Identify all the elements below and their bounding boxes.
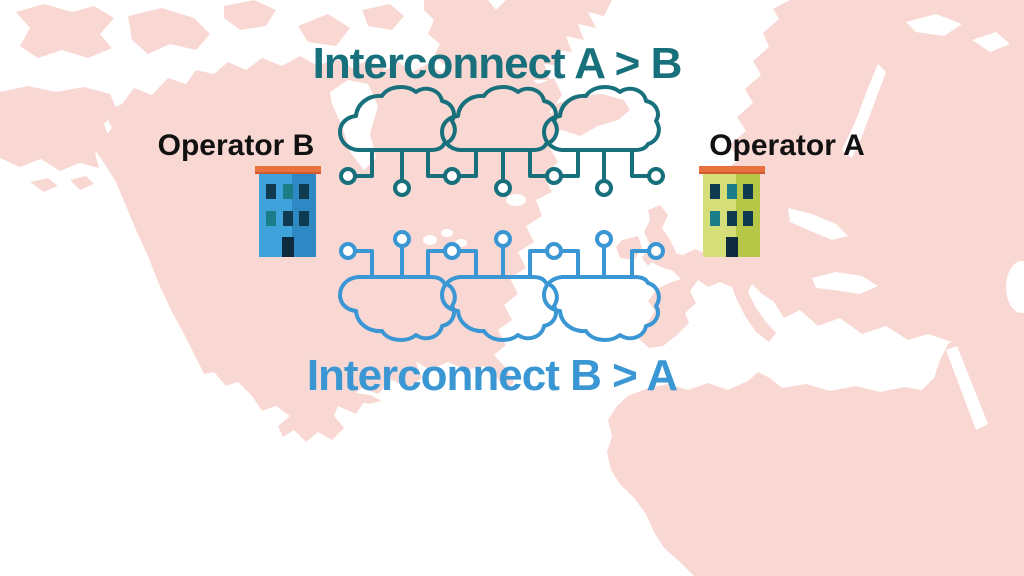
greenland-iceland bbox=[424, 0, 630, 140]
building-windows bbox=[710, 184, 753, 226]
teal-window bbox=[282, 184, 293, 199]
connector-line bbox=[528, 150, 547, 178]
connector-line bbox=[355, 249, 374, 277]
black-sea bbox=[812, 272, 878, 294]
north-america-landmass bbox=[0, 0, 562, 442]
connector-line bbox=[561, 150, 580, 178]
iceland bbox=[550, 94, 630, 136]
building-door bbox=[725, 237, 738, 257]
eurasia-landmass bbox=[616, 0, 1024, 348]
africa-landmass bbox=[607, 331, 1024, 576]
operator-b-building-icon bbox=[255, 166, 321, 257]
network-node-icon bbox=[494, 230, 512, 248]
teal-window bbox=[726, 184, 737, 199]
operator-a-building-icon bbox=[699, 166, 765, 257]
cloud-icon-flipped bbox=[338, 275, 457, 342]
baja-peninsula bbox=[182, 320, 212, 369]
arctic-island-2 bbox=[128, 8, 210, 54]
caspian-sea bbox=[1006, 261, 1024, 313]
navy-window bbox=[710, 184, 720, 199]
network-node-icon bbox=[595, 230, 613, 248]
building-roof bbox=[255, 166, 321, 174]
network-node-icon bbox=[545, 167, 563, 185]
hudson-bay bbox=[330, 80, 378, 170]
operator-b-label: Operator B bbox=[157, 129, 315, 162]
cloud-icon-flipped bbox=[542, 275, 661, 342]
connector-line bbox=[459, 249, 478, 277]
building-door bbox=[281, 237, 294, 257]
network-node-icon bbox=[545, 242, 563, 260]
arctic-island-4 bbox=[298, 14, 350, 46]
arctic-island-3 bbox=[224, 0, 276, 30]
network-node-icon bbox=[647, 242, 665, 260]
interconnect-b-a-title: Interconnect B > A bbox=[306, 351, 678, 400]
connector-line bbox=[426, 150, 445, 178]
baltic-sea bbox=[788, 208, 848, 240]
red-sea bbox=[946, 346, 988, 430]
connector-line bbox=[630, 150, 649, 178]
navy-window bbox=[266, 184, 276, 199]
building-roof bbox=[699, 166, 765, 174]
connector-line bbox=[528, 249, 547, 277]
aleutian-islet bbox=[30, 178, 58, 192]
gulf-of-bothnia bbox=[842, 64, 886, 158]
navy-window bbox=[282, 211, 293, 226]
network-node-icon bbox=[339, 242, 357, 260]
building-body bbox=[259, 174, 316, 257]
teal-window bbox=[266, 211, 276, 226]
cloud-icon-flipped bbox=[440, 275, 559, 342]
connector-line bbox=[459, 150, 478, 178]
alaska bbox=[0, 86, 117, 171]
interconnect-a-b-title: Interconnect A > B bbox=[312, 39, 683, 88]
gulf-st-lawrence bbox=[506, 194, 526, 206]
network-node-icon bbox=[339, 167, 357, 185]
building-body bbox=[703, 174, 760, 257]
building-windows bbox=[266, 184, 309, 226]
great-lake-1 bbox=[423, 235, 437, 245]
network-node-icon bbox=[443, 242, 461, 260]
cloud-icon bbox=[338, 85, 457, 152]
network-node-icon bbox=[595, 179, 613, 197]
cloud-network-bottom-icon bbox=[338, 230, 665, 342]
teal-window bbox=[710, 211, 720, 226]
cloud-network-top-icon bbox=[338, 85, 665, 197]
network-node-icon bbox=[393, 230, 411, 248]
cloud-icon bbox=[542, 85, 661, 152]
africa-arabia bbox=[607, 331, 1024, 576]
network-node-icon bbox=[494, 179, 512, 197]
navy-window bbox=[743, 211, 753, 226]
navy-window bbox=[299, 211, 309, 226]
greenland bbox=[424, 0, 612, 140]
arctic-sea-notch-1 bbox=[906, 14, 962, 36]
navy-window bbox=[726, 211, 737, 226]
connector-line bbox=[426, 249, 445, 277]
cloud-icon bbox=[440, 85, 559, 152]
great-lake-2 bbox=[441, 229, 453, 237]
navy-window bbox=[743, 184, 753, 199]
aleutian-islet-2 bbox=[70, 176, 94, 190]
connector-line bbox=[630, 249, 649, 277]
navy-window bbox=[299, 184, 309, 199]
north-america bbox=[95, 56, 562, 442]
network-node-icon bbox=[443, 167, 461, 185]
cuba bbox=[350, 392, 382, 404]
network-node-icon bbox=[647, 167, 665, 185]
connector-line bbox=[561, 249, 580, 277]
network-node-icon bbox=[393, 179, 411, 197]
connector-line bbox=[355, 150, 374, 178]
ireland bbox=[616, 236, 642, 260]
operator-a-label: Operator A bbox=[709, 129, 865, 162]
arctic-sea-notch-2 bbox=[972, 32, 1010, 52]
arctic-island-1 bbox=[16, 4, 114, 58]
europe-russia bbox=[639, 0, 1024, 348]
arctic-island-5 bbox=[362, 4, 404, 30]
